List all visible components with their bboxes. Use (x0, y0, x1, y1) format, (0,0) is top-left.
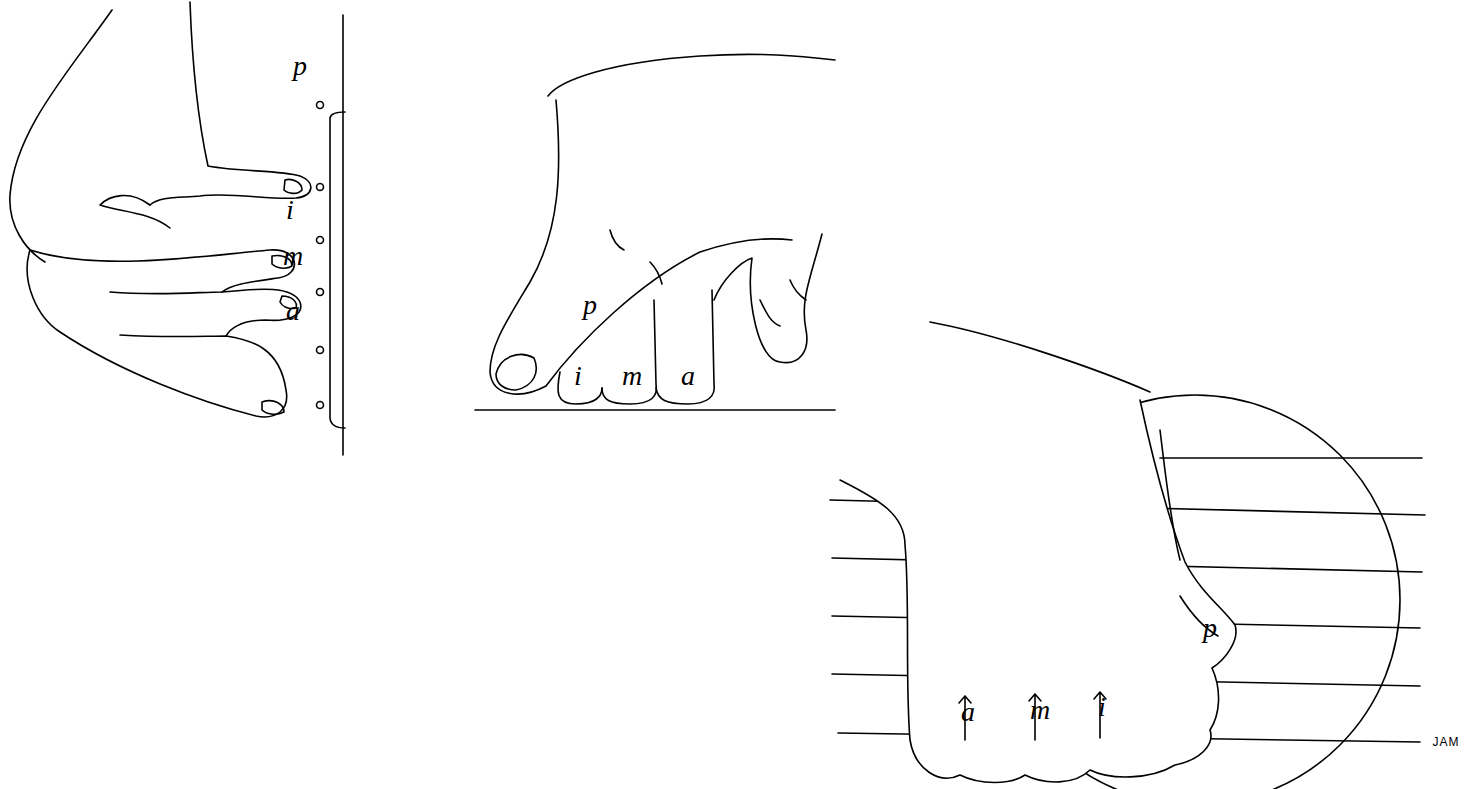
finger-crease (610, 230, 662, 284)
finger-letter: m (622, 362, 642, 390)
stroke-arrows (959, 692, 1106, 740)
finger-letter: i (574, 362, 582, 390)
finger-nail (262, 401, 284, 414)
thumb-outline (150, 2, 311, 205)
bridge-outline (330, 112, 345, 428)
finger-letter: p (583, 291, 597, 319)
hand-fist-view (830, 320, 1425, 789)
ring-tip (656, 290, 714, 404)
thumb-outline (490, 100, 792, 394)
middle-finger (110, 289, 301, 336)
hand-back (10, 10, 112, 262)
fist-outline (840, 400, 1236, 783)
soundboard-line (342, 15, 344, 455)
middle-tip (602, 300, 656, 404)
finger-letter: m (1030, 696, 1050, 724)
rest-line (475, 409, 835, 411)
palm-web (100, 196, 170, 228)
thumb-line (1160, 430, 1180, 560)
hand-side-view (10, 2, 345, 455)
finger-letter: a (286, 297, 300, 325)
finger-letter: p (293, 52, 307, 80)
finger-letter: i (1098, 693, 1106, 721)
finger-letter: p (1203, 614, 1217, 642)
little-finger (714, 234, 822, 363)
hand-back (548, 54, 835, 96)
finger-letter: m (283, 242, 303, 270)
thumb-nail (284, 179, 302, 193)
finger-letter: i (286, 196, 294, 224)
string-dots (317, 102, 324, 409)
finger-letter: a (961, 698, 975, 726)
ring-finger (27, 250, 287, 417)
forearm-line (930, 322, 1150, 392)
hand-front-view (475, 54, 835, 410)
thumb-nail (496, 355, 536, 390)
artist-signature: JAM (1433, 736, 1460, 748)
index-finger (30, 250, 294, 292)
finger-letter: a (681, 362, 695, 390)
finger-crease (760, 280, 806, 326)
fist-fill (840, 320, 1236, 783)
